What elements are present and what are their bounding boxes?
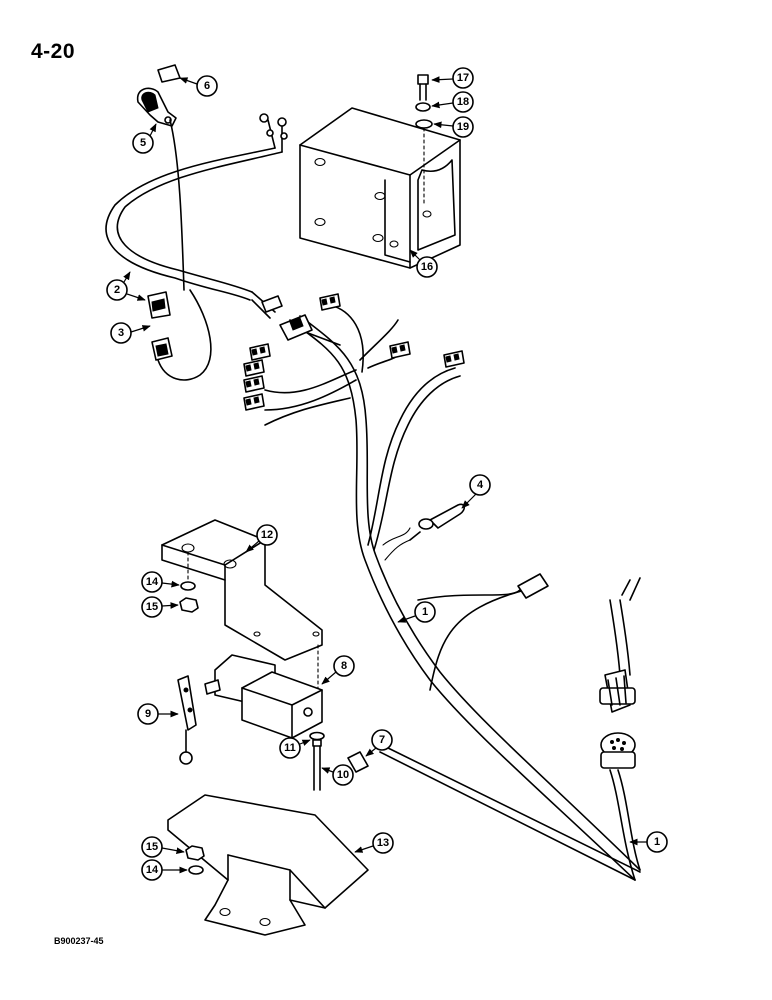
- wiring-harness: [105, 113, 641, 881]
- figure-code: B900237-45: [54, 936, 104, 946]
- svg-text:9: 9: [145, 708, 151, 720]
- callout-14-upper: 14: [141, 571, 180, 593]
- callout-15-lower: 15: [141, 836, 185, 858]
- plug-part-7: [347, 751, 369, 773]
- svg-text:15: 15: [146, 601, 158, 613]
- svg-text:5: 5: [140, 137, 146, 149]
- callout-1-lower: 1: [629, 831, 668, 853]
- svg-text:17: 17: [457, 72, 469, 84]
- svg-text:19: 19: [457, 121, 469, 133]
- svg-text:18: 18: [457, 96, 469, 108]
- page-number: 4-20: [31, 40, 76, 63]
- clamp-part-5: [136, 87, 177, 127]
- callout-14-lower: 14: [141, 859, 188, 881]
- callout-5: 5: [132, 123, 157, 154]
- plate-part-6: [157, 64, 181, 83]
- callout-15-upper: 15: [141, 596, 179, 618]
- svg-text:16: 16: [421, 261, 433, 273]
- callout-7: 7: [365, 729, 393, 757]
- callout-8: 8: [321, 655, 355, 685]
- svg-text:10: 10: [337, 769, 349, 781]
- svg-text:2: 2: [114, 284, 120, 296]
- callout-18: 18: [431, 91, 474, 113]
- round-connector-lower: [600, 732, 636, 769]
- washer-part-14-top: [180, 581, 196, 591]
- mounting-box-part-16: [299, 107, 461, 269]
- nut-part-15-bottom: [185, 845, 205, 861]
- screw-part-10: [312, 739, 322, 791]
- svg-text:12: 12: [261, 529, 273, 541]
- harness-plug: [517, 573, 549, 599]
- washer-part-11: [309, 731, 325, 741]
- svg-text:13: 13: [377, 837, 389, 849]
- svg-text:1: 1: [422, 606, 428, 618]
- svg-text:14: 14: [146, 576, 159, 588]
- callout-13: 13: [354, 832, 394, 854]
- callout-1-upper: 1: [397, 601, 436, 623]
- svg-text:7: 7: [379, 734, 385, 746]
- callout-6: 6: [179, 75, 218, 97]
- svg-text:15: 15: [146, 841, 158, 853]
- callout-4: 4: [461, 474, 491, 509]
- svg-text:6: 6: [204, 80, 210, 92]
- actuator-arm-part-9: [177, 675, 197, 765]
- svg-text:3: 3: [118, 327, 124, 339]
- washer-part-19: [415, 119, 433, 129]
- callout-16: 16: [409, 249, 438, 278]
- callout-9: 9: [137, 703, 179, 725]
- harness-connectors: [243, 293, 549, 599]
- bracket-part-12: [161, 519, 323, 661]
- callout-19: 19: [433, 116, 474, 138]
- bolt-part-17: [417, 74, 429, 101]
- cable-tie-part-4: [409, 503, 466, 541]
- svg-text:8: 8: [341, 660, 347, 672]
- callout-12: 12: [245, 524, 278, 553]
- callout-10: 10: [321, 764, 354, 786]
- washer-part-14-bottom: [188, 865, 204, 875]
- callout-2: 2: [106, 271, 146, 301]
- callout-17: 17: [431, 67, 474, 89]
- callout-3: 3: [110, 322, 151, 344]
- lockwasher-part-18: [415, 102, 431, 112]
- switch-part-8: [204, 644, 323, 739]
- callout-11: 11: [279, 737, 311, 759]
- svg-text:14: 14: [146, 864, 159, 876]
- bracket-part-13: [167, 794, 369, 936]
- svg-text:1: 1: [654, 836, 660, 848]
- round-connector-upper: [599, 669, 636, 713]
- nut-part-15-top: [179, 597, 199, 613]
- svg-text:11: 11: [284, 742, 296, 754]
- svg-text:4: 4: [477, 479, 484, 491]
